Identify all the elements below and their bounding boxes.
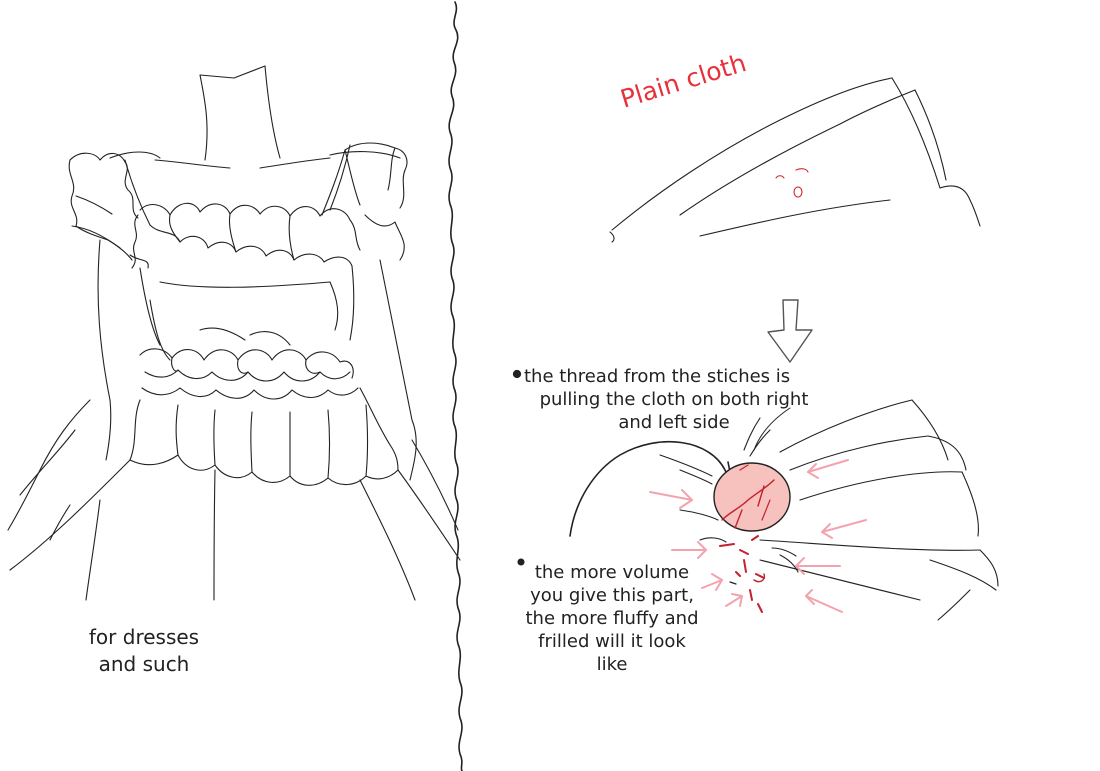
down-arrow-icon [768, 300, 812, 362]
volume-note-line: the more volume [512, 561, 712, 584]
thread-note-line: the thread from the stiches is [524, 365, 824, 388]
bullet-dot-icon [513, 370, 520, 377]
plain-cloth-sketch [610, 78, 980, 242]
panel-divider [449, 2, 462, 771]
thread-note: the thread from the stiches is pulling t… [524, 365, 824, 434]
thread-note-line: and left side [524, 411, 824, 434]
dress-sketch [8, 66, 460, 600]
volume-note-line: like [512, 653, 712, 676]
dress-caption: for dresses and such [74, 624, 214, 678]
volume-note-line: the more fluffy and [512, 607, 712, 630]
volume-note-line: frilled will it look [512, 630, 712, 653]
volume-note-line: you give this part, [512, 584, 712, 607]
dress-caption-line: and such [74, 651, 214, 678]
thread-note-line: pulling the cloth on both right [524, 388, 824, 411]
dress-caption-line: for dresses [74, 624, 214, 651]
volume-note: the more volume you give this part, the … [512, 561, 712, 676]
